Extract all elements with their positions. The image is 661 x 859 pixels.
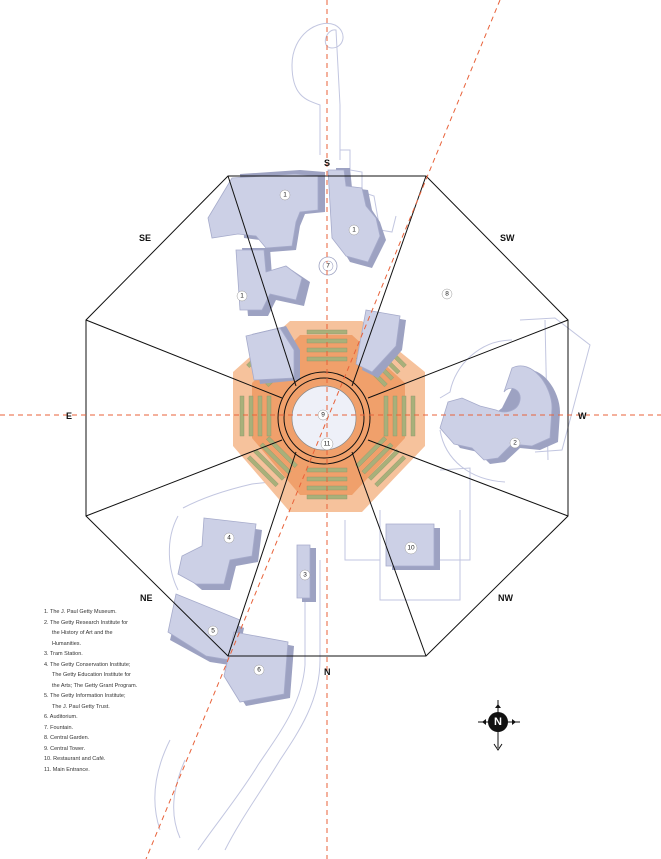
north-compass-icon: N: [478, 700, 520, 751]
legend-line: 10. Restaurant and Café.: [44, 756, 106, 762]
dir-label-ne: NE: [140, 593, 153, 603]
directional-octagon: [85, 175, 569, 657]
svg-text:2: 2: [513, 440, 517, 447]
dir-label-nw: NW: [498, 593, 513, 603]
marker-museum-2[interactable]: 1: [348, 224, 360, 236]
svg-text:10: 10: [407, 545, 415, 552]
svg-text:8: 8: [445, 291, 449, 298]
legend: 1. The J. Paul Getty Museum. 2. The Gett…: [44, 607, 164, 775]
marker-tram-station[interactable]: 3: [299, 569, 311, 581]
legend-line: 4. The Getty Conservation Institute;: [44, 661, 131, 668]
legend-line: The J. Paul Getty Trust.: [52, 703, 110, 710]
svg-text:9: 9: [321, 412, 325, 419]
building-markers: 1 1 1 2 3 4 5 6 7 8 9 10 11: [207, 189, 521, 676]
legend-line: 11. Main Entrance.: [44, 766, 90, 773]
direction-labels: S N E W SE SW NE NW: [66, 158, 587, 677]
marker-auditorium[interactable]: 6: [253, 664, 265, 676]
dir-label-w: W: [578, 411, 587, 421]
legend-line: 3. Tram Station.: [44, 651, 83, 657]
marker-research-institute[interactable]: 2: [509, 437, 521, 449]
marker-information-institute[interactable]: 5: [207, 625, 219, 637]
marker-museum-3[interactable]: 1: [236, 290, 248, 302]
legend-line: 5. The Getty Information Institute;: [44, 693, 126, 699]
marker-central-tower[interactable]: 9: [317, 409, 329, 421]
legend-line: 1. The J. Paul Getty Museum.: [44, 609, 117, 615]
compass-label: N: [494, 716, 502, 728]
legend-line: 9. Central Tower.: [44, 745, 86, 752]
marker-fountain[interactable]: 7: [324, 262, 332, 270]
svg-text:1: 1: [240, 293, 244, 300]
svg-text:3: 3: [303, 572, 307, 579]
marker-conservation-institute[interactable]: 4: [223, 532, 235, 544]
dir-label-n: N: [324, 667, 331, 677]
legend-line: 7. Fountain.: [44, 724, 74, 731]
dir-label-se: SE: [139, 233, 151, 243]
dir-label-sw: SW: [500, 233, 515, 243]
marker-museum-1[interactable]: 1: [279, 189, 291, 201]
legend-line: 8. Central Garden.: [44, 735, 90, 741]
legend-line: 2. The Getty Research Institute for: [44, 619, 128, 626]
svg-text:6: 6: [257, 667, 261, 674]
marker-main-entrance[interactable]: 11: [320, 437, 334, 451]
svg-text:5: 5: [211, 628, 215, 635]
buildings: [167, 168, 560, 706]
svg-text:7: 7: [326, 263, 330, 270]
svg-text:1: 1: [283, 192, 287, 199]
marker-central-garden[interactable]: 8: [441, 288, 453, 300]
legend-line: the History of Art and the: [52, 630, 113, 636]
legend-line: 6. Auditorium.: [44, 714, 78, 720]
legend-line: Humanities.: [52, 640, 82, 647]
svg-text:4: 4: [227, 535, 231, 542]
dir-label-s: S: [324, 158, 330, 168]
dir-label-e: E: [66, 411, 72, 421]
legend-line: The Getty Education Institute for: [52, 672, 131, 678]
svg-text:11: 11: [324, 441, 331, 448]
legend-line: the Arts; The Getty Grant Program.: [52, 682, 138, 689]
svg-text:1: 1: [352, 227, 356, 234]
marker-restaurant[interactable]: 10: [404, 541, 418, 555]
